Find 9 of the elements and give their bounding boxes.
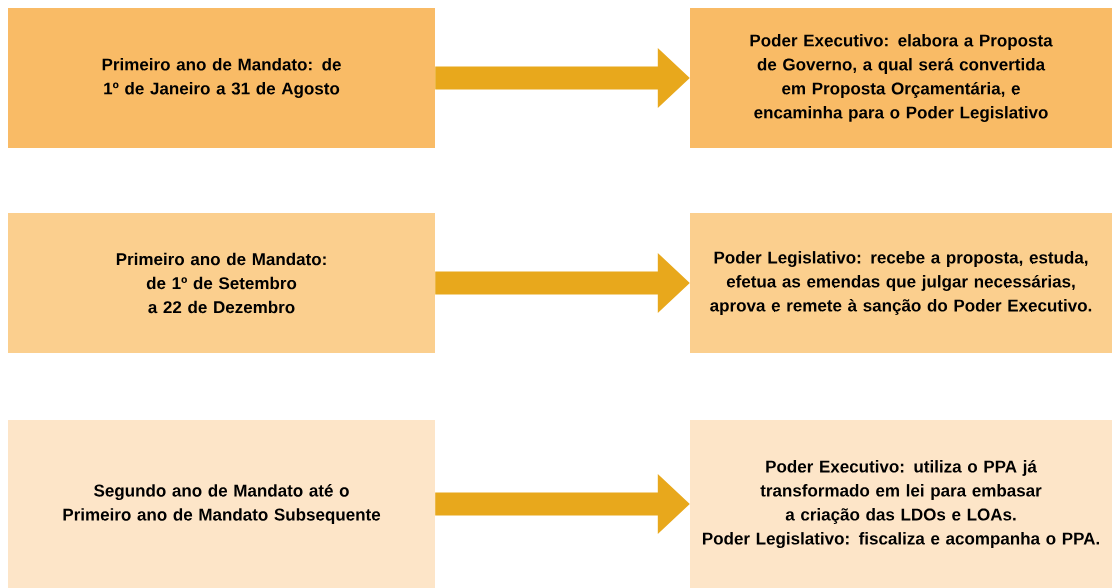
arrow: [435, 48, 690, 108]
text-box: Primeiro ano de Mandato: de 1º de Setembro a 22 de Dezembro: [8, 213, 435, 353]
text-box: Segundo ano de Mandato até o Primeiro ano de Mandato Subsequente: [8, 420, 435, 588]
text-box: Poder Legislativo: recebe a proposta, estuda, efetua as emendas que julgar necessárias, aprova e remete à sanção do Poder Executivo.: [690, 213, 1112, 353]
text-box: Poder Executivo: utiliza o PPA já transformado em lei para embasar a criação das LDOs e LOAs. Poder Legislativo: fiscaliza e acompanha o PPA.: [690, 420, 1112, 588]
text-box: Primeiro ano de Mandato: de 1º de Janeiro a 31 de Agosto: [8, 8, 435, 148]
arrow: [435, 253, 690, 313]
text-box: Poder Executivo: elabora a Proposta de Governo, a qual será convertida em Proposta Orçamentária, e encaminha para o Poder Legislativo: [690, 8, 1112, 148]
arrow: [435, 474, 690, 534]
